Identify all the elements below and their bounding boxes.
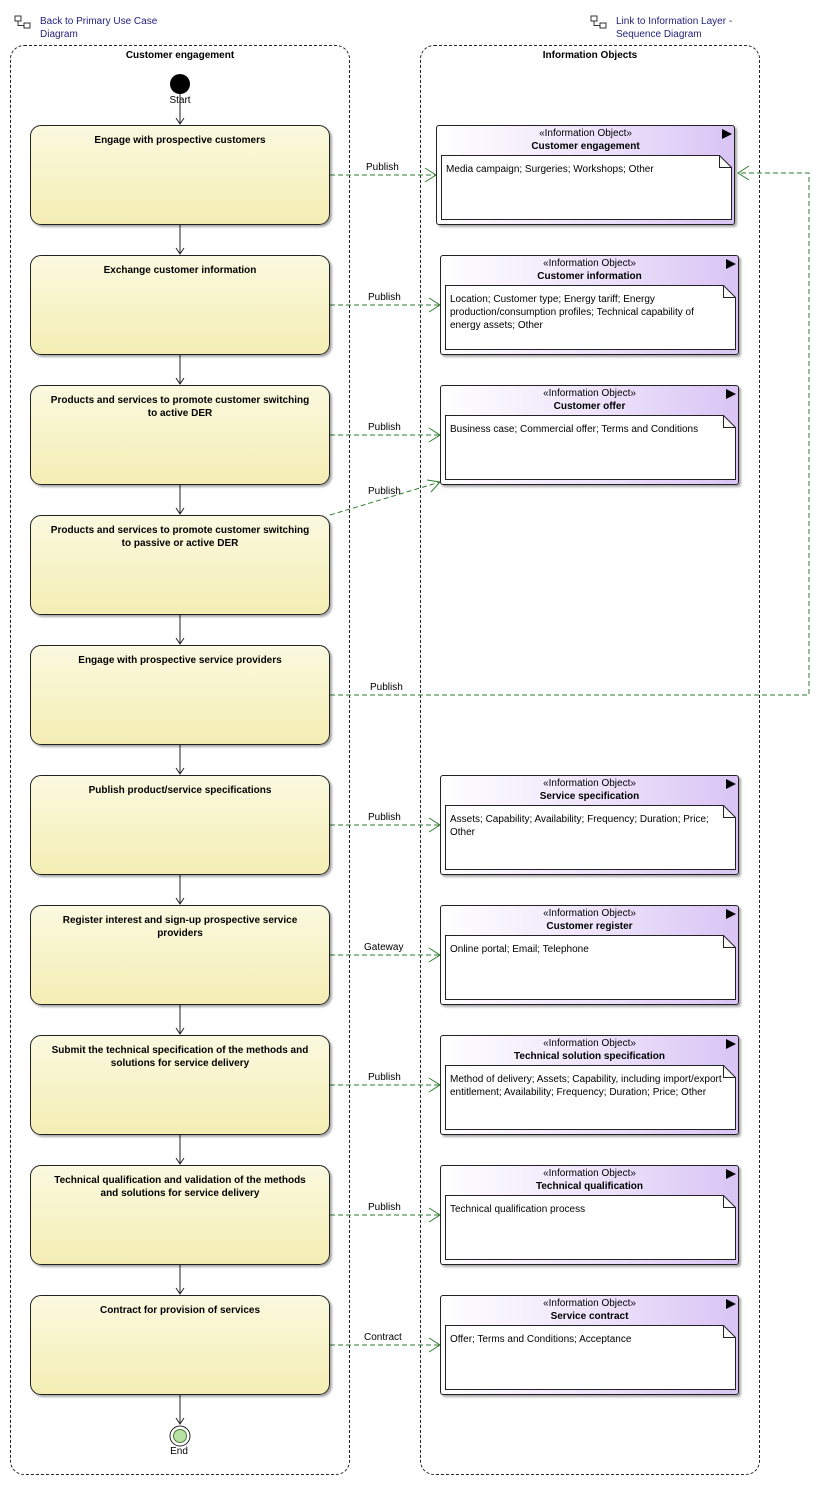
customer-engagement-partition: Customer engagement bbox=[10, 45, 350, 1475]
object-note: Online portal; Email; Telephone bbox=[445, 935, 736, 1000]
flag-icon bbox=[722, 129, 732, 139]
stereotype-label: «Information Object» bbox=[539, 128, 632, 139]
action-label: Contract for provision of services bbox=[99, 1305, 261, 1316]
flag-icon bbox=[726, 1299, 736, 1309]
note-shape bbox=[445, 285, 736, 350]
flag-icon bbox=[726, 259, 736, 269]
edge-label: Publish bbox=[366, 162, 399, 173]
object-note: Assets; Capability; Availability; Freque… bbox=[445, 805, 736, 870]
edge-label: Publish bbox=[368, 1072, 401, 1083]
stereotype-label: «Information Object» bbox=[543, 388, 636, 399]
info-object-technical-solution-specification[interactable]: «Information Object» Technical solution … bbox=[440, 1035, 739, 1135]
action-label: Engage with prospective service provider… bbox=[78, 655, 282, 666]
note-text: Location; Customer type; Energy tariff; … bbox=[450, 294, 694, 331]
action-active-der[interactable]: Products and services to promote custome… bbox=[30, 385, 330, 485]
flag-icon bbox=[726, 909, 736, 919]
object-note: Method of delivery; Assets; Capability, … bbox=[445, 1065, 736, 1130]
object-name: Customer engagement bbox=[531, 141, 640, 152]
diagram-link-icon bbox=[14, 15, 31, 29]
note-shape bbox=[445, 935, 736, 1000]
edge-label: Gateway bbox=[364, 942, 404, 953]
action-label: Register interest and sign-up prospectiv… bbox=[62, 915, 298, 939]
info-object-technical-qualification[interactable]: «Information Object» Technical qualifica… bbox=[440, 1165, 739, 1265]
note-text: Online portal; Email; Telephone bbox=[450, 944, 589, 955]
stereotype-label: «Information Object» bbox=[543, 908, 636, 919]
end-label: End bbox=[170, 1446, 188, 1457]
start-label: Start bbox=[169, 95, 191, 106]
flag-icon bbox=[726, 1039, 736, 1049]
info-link-text: Link to Information Layer - Sequence Dia… bbox=[616, 16, 733, 40]
information-objects-partition: Information Objects bbox=[420, 45, 760, 1475]
action-register-interest[interactable]: Register interest and sign-up prospectiv… bbox=[30, 905, 330, 1005]
stereotype-label: «Information Object» bbox=[543, 258, 636, 269]
action-exchange-customer-info[interactable]: Exchange customer information bbox=[30, 255, 330, 355]
edge-label: Publish bbox=[368, 812, 401, 823]
note-shape bbox=[445, 415, 736, 480]
action-label: Submit the technical specification of th… bbox=[51, 1045, 309, 1069]
action-engage-providers[interactable]: Engage with prospective service provider… bbox=[30, 645, 330, 745]
object-note: Media campaign; Surgeries; Workshops; Ot… bbox=[441, 155, 732, 220]
object-name: Customer register bbox=[546, 921, 633, 932]
note-shape bbox=[445, 1065, 736, 1130]
flag-icon bbox=[726, 779, 736, 789]
object-note: Business case; Commercial offer; Terms a… bbox=[445, 415, 736, 480]
note-text: Technical qualification process bbox=[450, 1204, 586, 1215]
object-note: Offer; Terms and Conditions; Acceptance bbox=[445, 1325, 736, 1390]
info-object-customer-information[interactable]: «Information Object» Customer informatio… bbox=[440, 255, 739, 355]
back-link-text: Back to Primary Use Case Diagram bbox=[40, 16, 158, 40]
action-engage-customers[interactable]: Engage with prospective customers bbox=[30, 125, 330, 225]
action-tech-qualification[interactable]: Technical qualification and validation o… bbox=[30, 1165, 330, 1265]
object-name: Service specification bbox=[539, 791, 640, 802]
object-name: Technical solution specification bbox=[514, 1051, 665, 1062]
info-object-customer-offer[interactable]: «Information Object» Customer offer Busi… bbox=[440, 385, 739, 485]
action-label: Publish product/service specifications bbox=[88, 785, 272, 796]
action-publish-specs[interactable]: Publish product/service specifications bbox=[30, 775, 330, 875]
flag-icon bbox=[726, 389, 736, 399]
stereotype-label: «Information Object» bbox=[543, 1298, 636, 1309]
note-text: Offer; Terms and Conditions; Acceptance bbox=[450, 1334, 632, 1345]
object-name: Technical qualification bbox=[535, 1181, 644, 1192]
object-name: Service contract bbox=[550, 1311, 629, 1322]
partition-title: Customer engagement bbox=[125, 50, 235, 61]
stereotype-label: «Information Object» bbox=[543, 1038, 636, 1049]
action-submit-tech-spec[interactable]: Submit the technical specification of th… bbox=[30, 1035, 330, 1135]
note-text: Business case; Commercial offer; Terms a… bbox=[450, 424, 699, 435]
note-shape bbox=[445, 805, 736, 870]
stereotype-label: «Information Object» bbox=[543, 1168, 636, 1179]
edge-label: Publish bbox=[368, 292, 401, 303]
edge-label: Publish bbox=[370, 682, 403, 693]
note-text: Media campaign; Surgeries; Workshops; Ot… bbox=[446, 164, 654, 175]
object-name: Customer offer bbox=[553, 401, 626, 412]
info-object-customer-register[interactable]: «Information Object» Customer register O… bbox=[440, 905, 739, 1005]
action-passive-der[interactable]: Products and services to promote custome… bbox=[30, 515, 330, 615]
info-object-service-contract[interactable]: «Information Object» Service contract Of… bbox=[440, 1295, 739, 1395]
note-shape bbox=[445, 1195, 736, 1260]
info-object-service-specification[interactable]: «Information Object» Service specificati… bbox=[440, 775, 739, 875]
object-note: Location; Customer type; Energy tariff; … bbox=[445, 285, 736, 350]
action-contract[interactable]: Contract for provision of services bbox=[30, 1295, 330, 1395]
action-label: Exchange customer information bbox=[103, 265, 257, 276]
note-shape bbox=[441, 155, 732, 220]
edge-label: Publish bbox=[368, 486, 401, 497]
flag-icon bbox=[726, 1169, 736, 1179]
edge-label: Publish bbox=[368, 1202, 401, 1213]
action-label: Products and services to promote custome… bbox=[50, 525, 310, 549]
note-shape bbox=[445, 1325, 736, 1390]
edge-label: Publish bbox=[368, 422, 401, 433]
info-object-customer-engagement[interactable]: «Information Object» Customer engagement… bbox=[436, 125, 735, 225]
note-text: Assets; Capability; Availability; Freque… bbox=[450, 814, 709, 838]
partition-title: Information Objects bbox=[542, 50, 638, 61]
object-note: Technical qualification process bbox=[445, 1195, 736, 1260]
edge-label: Contract bbox=[364, 1332, 402, 1343]
action-label: Products and services to promote custome… bbox=[50, 395, 310, 419]
stereotype-label: «Information Object» bbox=[543, 778, 636, 789]
action-label: Technical qualification and validation o… bbox=[54, 1175, 306, 1199]
object-name: Customer information bbox=[537, 271, 642, 282]
action-label: Engage with prospective customers bbox=[94, 135, 266, 146]
diagram-link-icon bbox=[590, 15, 607, 29]
back-to-use-case-link[interactable]: Back to Primary Use Case Diagram bbox=[14, 15, 184, 43]
note-text: Method of delivery; Assets; Capability, … bbox=[450, 1074, 722, 1098]
info-layer-link[interactable]: Link to Information Layer - Sequence Dia… bbox=[590, 15, 760, 43]
